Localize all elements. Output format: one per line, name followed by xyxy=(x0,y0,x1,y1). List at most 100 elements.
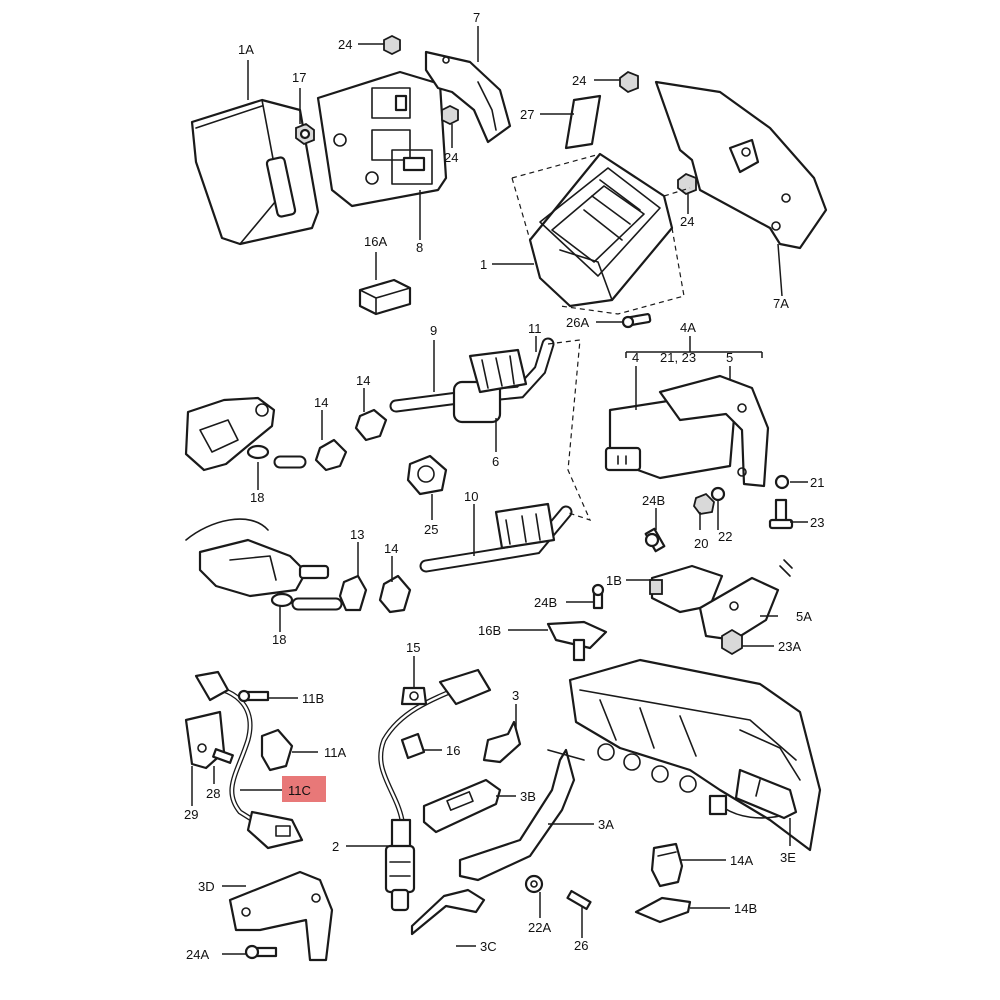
label-7: 7 xyxy=(473,10,480,25)
label-27: 27 xyxy=(520,107,534,122)
label-26: 26 xyxy=(574,938,588,953)
bracket-7A xyxy=(654,80,828,250)
label-26A: 26A xyxy=(566,315,589,330)
label-20: 20 xyxy=(694,536,708,551)
label-14-a: 14 xyxy=(314,395,328,410)
hoses-13-14-18-bottom xyxy=(270,574,412,614)
label-1A: 1A xyxy=(238,42,254,57)
label-3: 3 xyxy=(512,688,519,703)
label-3E: 3E xyxy=(780,850,796,865)
label-16A: 16A xyxy=(364,234,387,249)
hoses-14-18-top xyxy=(246,408,388,472)
label-25: 25 xyxy=(424,522,438,537)
label-24B-a: 24B xyxy=(642,493,665,508)
label-11C: 11C xyxy=(288,783,311,798)
label-11A: 11A xyxy=(324,745,346,760)
highlight-box-11C xyxy=(282,776,326,802)
label-16: 16 xyxy=(446,743,460,758)
washer-22A xyxy=(524,874,544,894)
sensor-15 xyxy=(400,686,428,706)
bolt-11B xyxy=(237,689,270,703)
label-3D: 3D xyxy=(198,879,215,894)
nut-23A xyxy=(721,628,743,656)
throttle-body-bottom xyxy=(185,518,330,598)
label-10: 10 xyxy=(464,489,478,504)
clip-11A xyxy=(260,728,294,772)
label-24-d: 24 xyxy=(680,214,694,229)
bracket-3C xyxy=(410,888,486,936)
label-24-c: 24 xyxy=(572,73,586,88)
label-3B: 3B xyxy=(520,789,536,804)
bolt-23 xyxy=(768,498,794,530)
nut-17 xyxy=(295,122,315,146)
clamp-25 xyxy=(406,454,448,496)
label-24-b: 24 xyxy=(444,150,458,165)
label-16B: 16B xyxy=(478,623,501,638)
bracket-8 xyxy=(316,70,448,208)
label-18-b: 18 xyxy=(272,632,286,647)
label-22: 22 xyxy=(718,529,732,544)
bracket-3 xyxy=(482,720,522,764)
plate-27 xyxy=(564,94,602,150)
label-24-a: 24 xyxy=(338,37,352,52)
label-11B: 11B xyxy=(302,691,324,706)
label-2: 2 xyxy=(332,839,339,854)
label-17: 17 xyxy=(292,70,306,85)
label-14A: 14A xyxy=(730,853,753,868)
label-29: 29 xyxy=(184,807,198,822)
label-14B: 14B xyxy=(734,901,757,916)
sensor-16B xyxy=(546,620,608,662)
sensor-cable-11 xyxy=(194,670,304,850)
label-8: 8 xyxy=(416,240,423,255)
connector-14A xyxy=(650,842,684,888)
label-5: 5 xyxy=(726,350,733,365)
relay-16A xyxy=(358,278,412,316)
label-7A: 7A xyxy=(773,296,789,311)
label-22A: 22A xyxy=(528,920,551,935)
label-24B-b: 24B xyxy=(534,595,557,610)
label-9: 9 xyxy=(430,323,437,338)
nuts-24-top xyxy=(383,34,459,126)
sensor-3E xyxy=(708,768,798,820)
washers-21-22 xyxy=(693,474,790,515)
bracket-3B xyxy=(422,778,502,834)
label-15: 15 xyxy=(406,640,420,655)
label-14-c: 14 xyxy=(384,541,398,556)
label-13: 13 xyxy=(350,527,364,542)
throttle-body-top xyxy=(184,396,276,472)
bracket-3D xyxy=(228,870,334,962)
bolt-24A xyxy=(244,944,278,960)
nuts-24-right xyxy=(619,70,697,196)
hose-10 xyxy=(419,502,573,573)
bracket-5A xyxy=(698,559,793,642)
lambda-probe-2 xyxy=(378,668,492,912)
label-11: 11 xyxy=(528,321,542,336)
hose-assembly-9-11 xyxy=(389,337,555,424)
bracket-14B xyxy=(634,896,692,924)
label-21: 21 xyxy=(810,475,824,490)
label-14-b: 14 xyxy=(356,373,370,388)
label-3A: 3A xyxy=(598,817,614,832)
label-18-a: 18 xyxy=(250,490,264,505)
label-4A: 4A xyxy=(680,320,696,335)
bolt-24B-top xyxy=(644,527,666,553)
label-6: 6 xyxy=(492,454,499,469)
label-3C: 3C xyxy=(480,939,497,954)
label-5A: 5A xyxy=(796,609,812,624)
bolt-24B-bottom xyxy=(591,583,605,610)
label-1: 1 xyxy=(480,257,487,272)
bolt-28 xyxy=(212,748,234,764)
leader-lines xyxy=(191,26,808,955)
label-28: 28 xyxy=(206,786,220,801)
cover-1A xyxy=(190,98,320,246)
bracket-7 xyxy=(424,50,512,144)
bolt-26 xyxy=(566,889,592,911)
part-labels: 1A 17 24 7 24 8 16A 24 27 24 1 7A 26A 11… xyxy=(184,10,824,962)
label-23: 23 xyxy=(810,515,824,530)
control-unit-1 xyxy=(528,152,674,308)
clip-16 xyxy=(400,732,426,760)
label-21-23: 21, 23 xyxy=(660,350,696,365)
bracket-5 xyxy=(658,374,770,488)
